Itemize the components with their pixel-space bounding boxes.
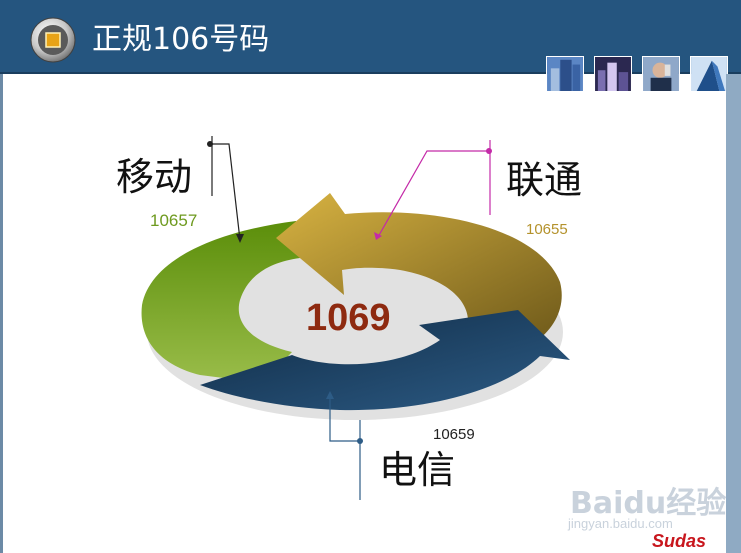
unicom-leader — [374, 140, 492, 240]
unicom-label: 联通 — [506, 158, 583, 202]
mobile-arrow — [141, 221, 300, 383]
building-thumbnail — [546, 56, 584, 92]
watermark-url: jingyan.baidu.com — [568, 516, 673, 531]
unicom-code: 10655 — [526, 221, 568, 238]
telecom-code: 10659 — [433, 426, 475, 443]
left-side-rail — [0, 74, 3, 553]
thumbnail-strip — [546, 56, 728, 92]
header-divider — [0, 72, 741, 74]
mobile-leader — [207, 136, 244, 243]
skyscraper-thumbnail — [690, 56, 728, 92]
telecom-label: 电信 — [379, 448, 456, 492]
author-signature: Sudas — [652, 531, 707, 551]
telecom-arrow — [200, 310, 570, 411]
unicom-arrow — [276, 193, 562, 340]
center-number: 1069 — [306, 297, 391, 339]
page-title: 正规106号码 — [92, 22, 270, 57]
city-thumbnail — [594, 56, 632, 92]
baidu-watermark: Baidu经验 — [570, 486, 727, 521]
logo-icon — [30, 17, 76, 63]
right-side-rail — [726, 74, 741, 553]
mobile-code: 10657 — [150, 211, 198, 230]
phone-person-thumbnail — [642, 56, 680, 92]
telecom-leader — [326, 391, 363, 500]
mobile-label: 移动 — [116, 155, 193, 199]
